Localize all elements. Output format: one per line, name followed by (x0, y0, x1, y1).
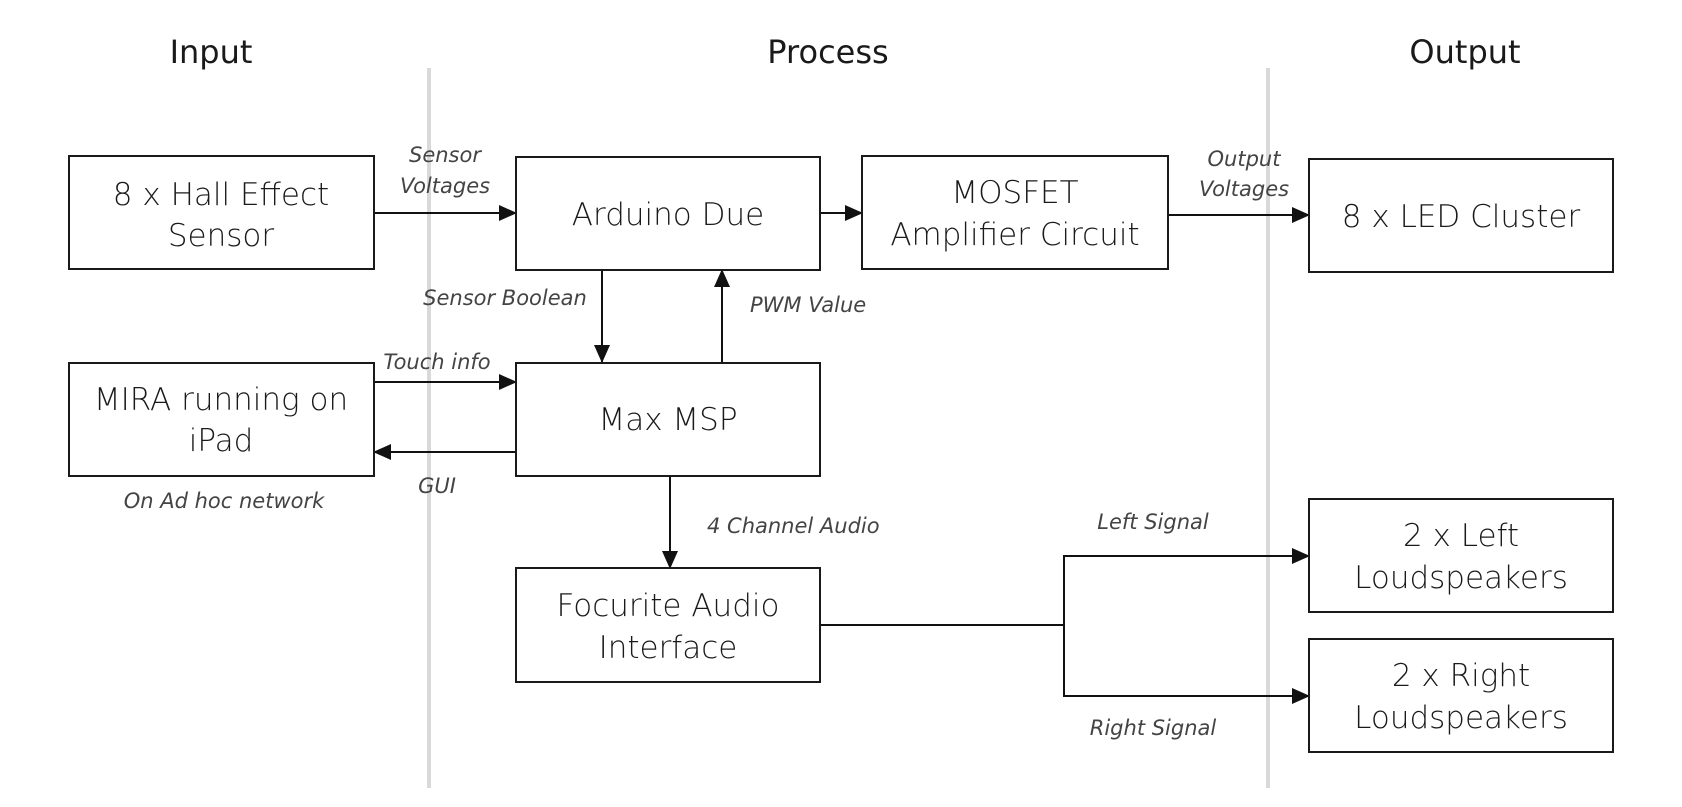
box-mosfet-line-2: Amplifier Circuit (890, 217, 1139, 253)
column-heading-input: Input (170, 33, 253, 71)
label-four-channel-audio: 4 Channel Audio (707, 514, 880, 538)
label-sensor-voltages-line-2: Voltages (400, 174, 490, 198)
box-mira-line-2: iPad (189, 423, 254, 459)
column-heading-output: Output (1409, 33, 1520, 71)
label-output-voltages-line-1: Output (1208, 147, 1282, 171)
box-led-cluster: 8 x LED Cluster (1308, 158, 1614, 273)
label-gui: GUI (418, 474, 456, 498)
box-focusrite-line-2: Interface (599, 630, 738, 666)
label-right-signal: Right Signal (1090, 716, 1217, 740)
box-maxmsp-line-1: Max MSP (598, 402, 737, 438)
box-max-msp: Max MSP (515, 362, 821, 477)
box-right-line-1: 2 x Right (1392, 658, 1530, 694)
label-adhoc-network: On Ad hoc network (124, 489, 325, 513)
box-right-loudspeakers: 2 x Right Loudspeakers (1308, 638, 1614, 753)
box-hall-line-1: 8 x Hall Effect (113, 177, 329, 213)
box-mosfet-amplifier: MOSFET Amplifier Circuit (861, 155, 1169, 270)
box-focusrite-interface: Focurite Audio Interface (515, 567, 821, 683)
box-focusrite-line-1: Focurite Audio (557, 588, 780, 624)
box-mira-line-1: MIRA running on (94, 382, 348, 418)
wire-to-left-speakers (1063, 548, 1310, 695)
label-touch-info: Touch info (383, 350, 490, 374)
column-heading-process: Process (767, 33, 888, 71)
box-hall-effect-sensor: 8 x Hall Effect Sensor (68, 155, 375, 270)
box-hall-line-2: Sensor (168, 218, 275, 254)
box-left-line-1: 2 x Left (1403, 518, 1519, 554)
box-mosfet-line-1: MOSFET (951, 175, 1078, 211)
box-right-line-2: Loudspeakers (1354, 700, 1568, 736)
label-sensor-boolean: Sensor Boolean (423, 286, 587, 310)
box-arduino-line-1: Arduino Due (572, 197, 764, 233)
label-pwm-value: PWM Value (750, 293, 866, 317)
wire-to-right-speakers (1063, 556, 1310, 704)
box-left-line-2: Loudspeakers (1354, 560, 1568, 596)
label-sensor-voltages-line-1: Sensor (409, 143, 482, 167)
box-led-line-1: 8 x LED Cluster (1342, 199, 1581, 235)
label-left-signal: Left Signal (1097, 510, 1209, 534)
box-left-loudspeakers: 2 x Left Loudspeakers (1308, 498, 1614, 613)
label-output-voltages-line-2: Voltages (1199, 177, 1289, 201)
box-arduino-due: Arduino Due (515, 156, 821, 271)
box-mira-ipad: MIRA running on iPad (68, 362, 375, 477)
